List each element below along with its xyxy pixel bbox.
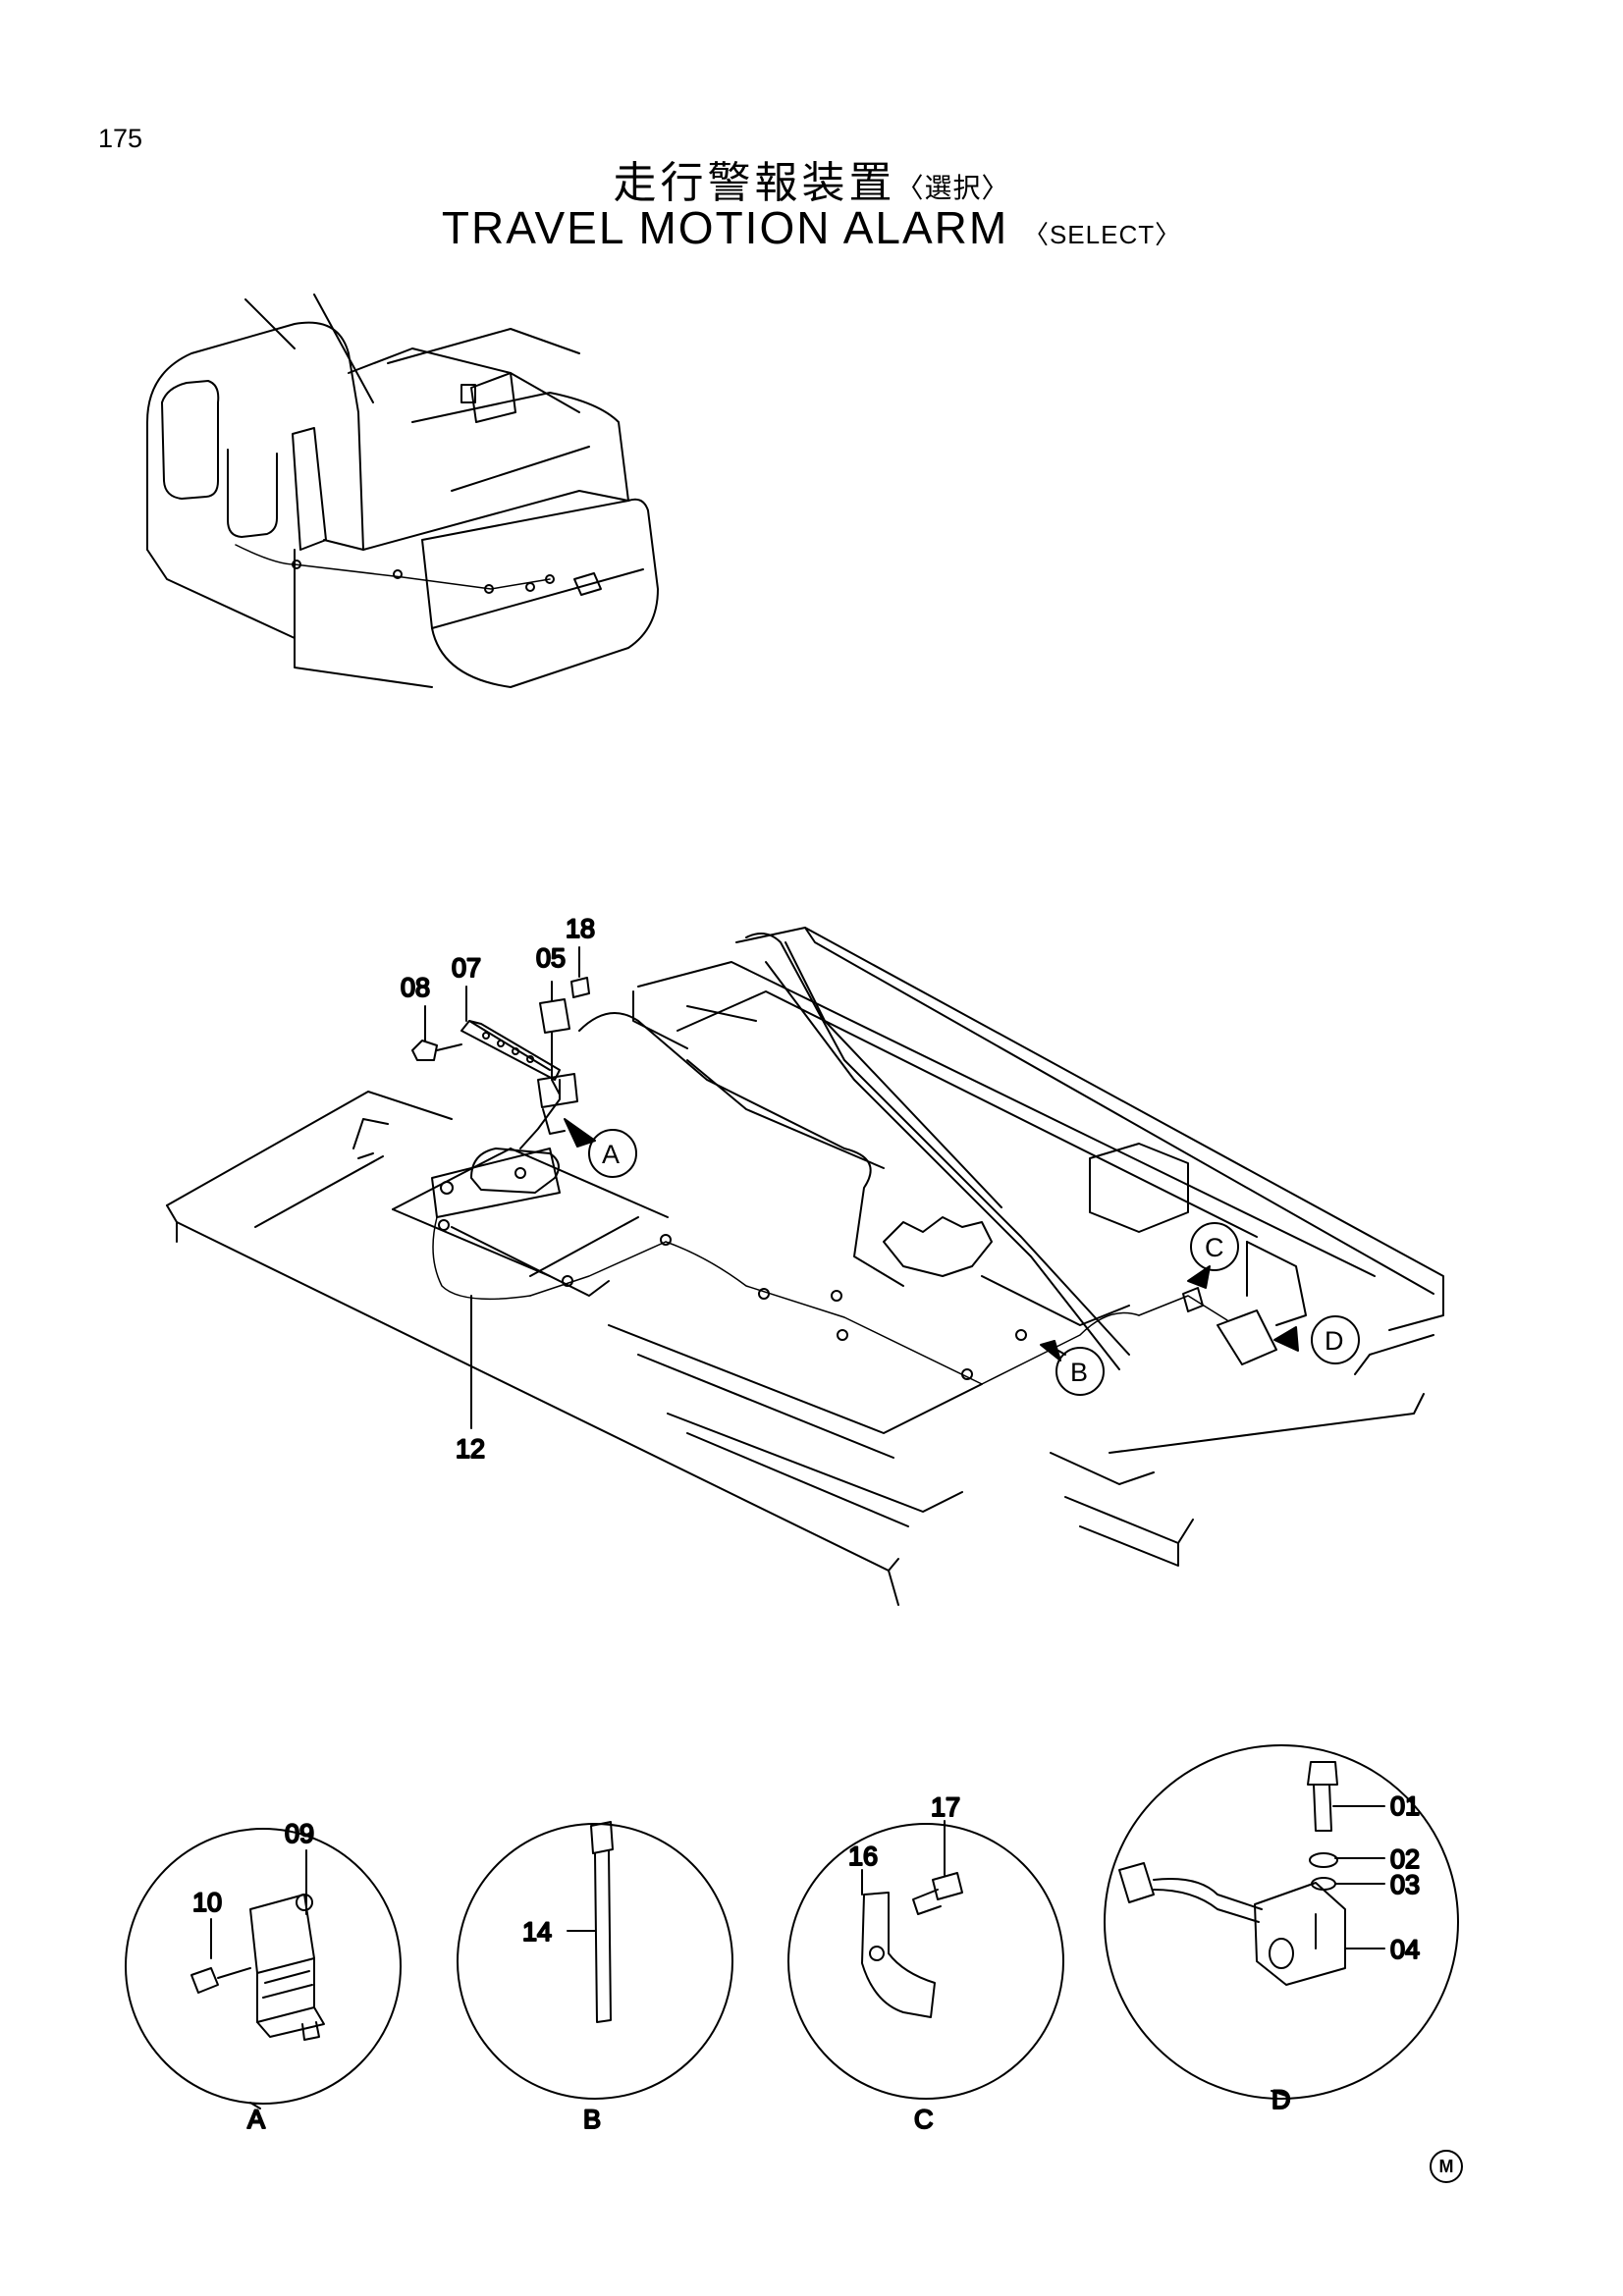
detail-d-indicator: D (1311, 1315, 1360, 1364)
svg-text:A: A (602, 1140, 620, 1169)
detail-d-view (1104, 1744, 1459, 2100)
callout-01: 01 (1390, 1791, 1420, 1821)
detail-a-label: A (247, 2105, 265, 2134)
callout-08: 08 (401, 973, 430, 1002)
title-jp-select: 〈選択〉 (895, 172, 1010, 204)
detail-b-view (457, 1821, 733, 2100)
callout-04: 04 (1390, 1935, 1420, 1964)
detail-c-view (787, 1820, 1064, 2100)
detail-c-indicator: C (1190, 1222, 1239, 1271)
title-en-main: TRAVEL MOTION ALARM (441, 202, 1009, 253)
detail-c-label: C (914, 2105, 934, 2134)
svg-text:D: D (1325, 1326, 1344, 1356)
detail-d-label: D (1271, 2085, 1291, 2114)
callout-16: 16 (848, 1842, 878, 1871)
callout-14: 14 (522, 1917, 552, 1947)
page-title-japanese: 走行警報装置〈選択〉 (0, 147, 1623, 210)
alarm-and-harness-illustration (411, 977, 1277, 1385)
callout-10: 10 (192, 1888, 222, 1917)
detail-a-view (125, 1828, 402, 2109)
callout-05: 05 (536, 943, 566, 973)
callout-17: 17 (931, 1792, 960, 1822)
detail-b-indicator: B (1055, 1347, 1105, 1396)
detail-b-label: B (583, 2105, 601, 2134)
page-title-english: TRAVEL MOTION ALARM 〈SELECT〉 (0, 201, 1623, 254)
detail-a-indicator: A (588, 1129, 637, 1178)
page-number: 175 (98, 124, 143, 153)
callout-09: 09 (285, 1819, 314, 1848)
callout-02: 02 (1390, 1844, 1420, 1874)
manufacturer-mark-icon: M (1430, 2150, 1463, 2183)
main-callout-leaders (424, 946, 1299, 1429)
excavator-overview-illustration (146, 294, 659, 688)
callout-12: 12 (456, 1434, 485, 1464)
svg-text:B: B (1070, 1358, 1088, 1387)
main-frame-illustration (166, 927, 1444, 1606)
title-en-select: 〈SELECT〉 (1022, 220, 1182, 249)
title-jp-main: 走行警報装置 (613, 158, 896, 208)
svg-text:C: C (1205, 1233, 1224, 1262)
callout-03: 03 (1390, 1870, 1420, 1899)
callout-07: 07 (452, 953, 481, 983)
callout-18: 18 (566, 914, 595, 943)
